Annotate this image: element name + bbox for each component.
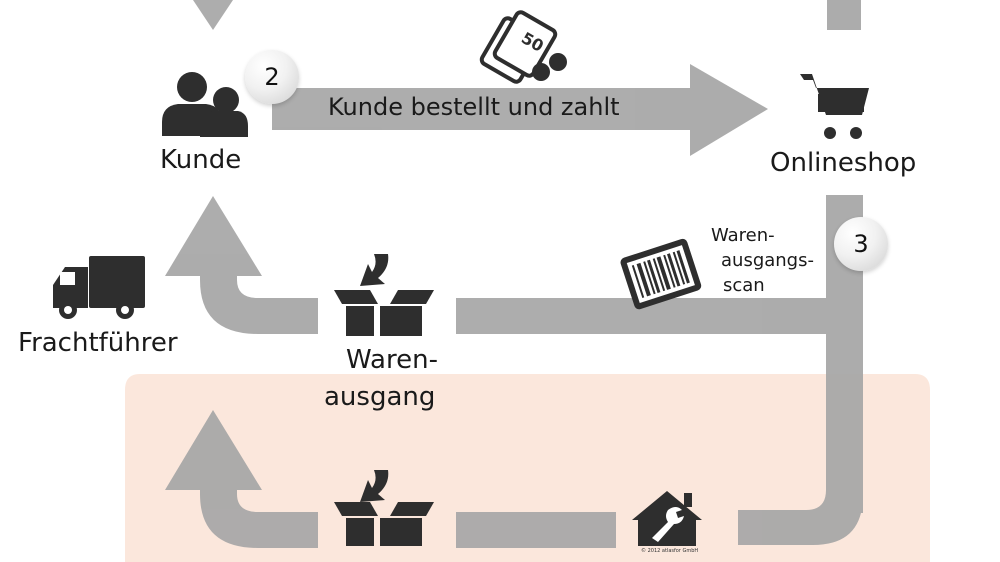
scan-label-line2: ausgangs- (721, 250, 814, 271)
customer-label: Kunde (160, 145, 242, 175)
returns-middle-bar (456, 512, 616, 548)
shop-label: Onlineshop (770, 148, 917, 178)
carrier-label: Frachtführer (18, 328, 178, 358)
incoming-arrow-tip (193, 0, 233, 30)
shop-incoming-bar (827, 0, 861, 30)
money-icon: 50 (479, 10, 567, 84)
open-box-icon (334, 254, 434, 336)
order-arrow-label: Kunde bestellt und zahlt (328, 93, 620, 121)
order-arrow-shaft (272, 88, 692, 130)
delivery-arrow-shaft (200, 272, 318, 334)
return-corner (738, 470, 863, 545)
order-arrow-head (690, 64, 768, 156)
copyright-text: © 2012 atlasfor GmbH (641, 548, 699, 554)
customers-icon (162, 72, 248, 137)
returns-arrow-shaft (200, 486, 318, 548)
returns-arrow-head (165, 410, 262, 490)
goods-out-label-line1: Waren- (346, 345, 438, 375)
barcode-scanner-icon (620, 238, 702, 310)
shopping-cart-icon (800, 74, 869, 139)
step-2-badge: 2 (245, 50, 299, 104)
scan-label-line3: scan (723, 275, 765, 296)
step-3-badge: 3 (834, 217, 888, 271)
scan-label-line1: Waren- (711, 225, 775, 246)
goods-out-label-line2: ausgang (324, 382, 436, 412)
returns-open-box-icon (334, 470, 434, 546)
delivery-arrow-head (165, 196, 262, 276)
house-wrench-icon (632, 491, 702, 546)
step-2-number: 2 (264, 63, 280, 91)
step-3-number: 3 (853, 230, 869, 258)
delivery-truck-icon (53, 256, 145, 319)
